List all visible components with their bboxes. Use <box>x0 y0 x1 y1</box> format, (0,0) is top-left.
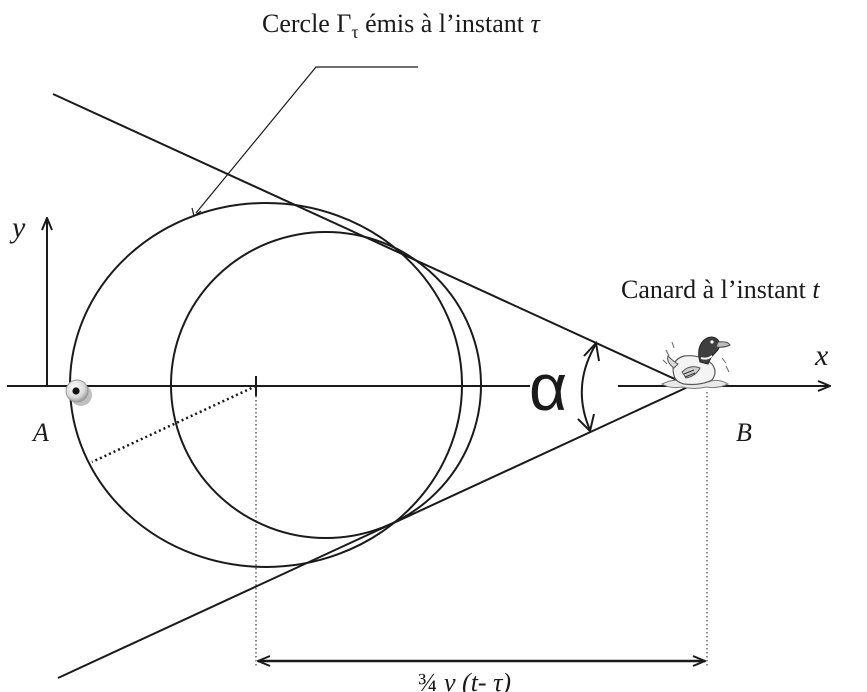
duck-icon <box>660 336 731 389</box>
cone-lower-line <box>57 385 691 679</box>
radius-dotted <box>91 384 257 464</box>
cone-upper-line <box>52 93 691 387</box>
duck-caption: Canard à l’instant t <box>621 275 820 304</box>
angle-arrow-top <box>583 340 600 362</box>
alpha-label: α <box>529 350 567 424</box>
circle-caption: Cercle Γτ émis à l’instant τ <box>262 9 541 42</box>
circle-later <box>170 231 482 539</box>
angle-arrow-bottom <box>577 413 595 433</box>
emitter-dot-icon <box>65 379 92 406</box>
angle-arc <box>580 343 597 431</box>
distance-label: ¾ v (t- τ) <box>418 668 511 692</box>
circle-caption-leader-tip <box>191 207 202 218</box>
point-b-label: B <box>736 418 752 447</box>
point-a-label: A <box>31 418 49 447</box>
circle-caption-leader <box>195 66 418 214</box>
y-axis-label: y <box>9 211 26 244</box>
x-axis-label: x <box>814 339 829 372</box>
